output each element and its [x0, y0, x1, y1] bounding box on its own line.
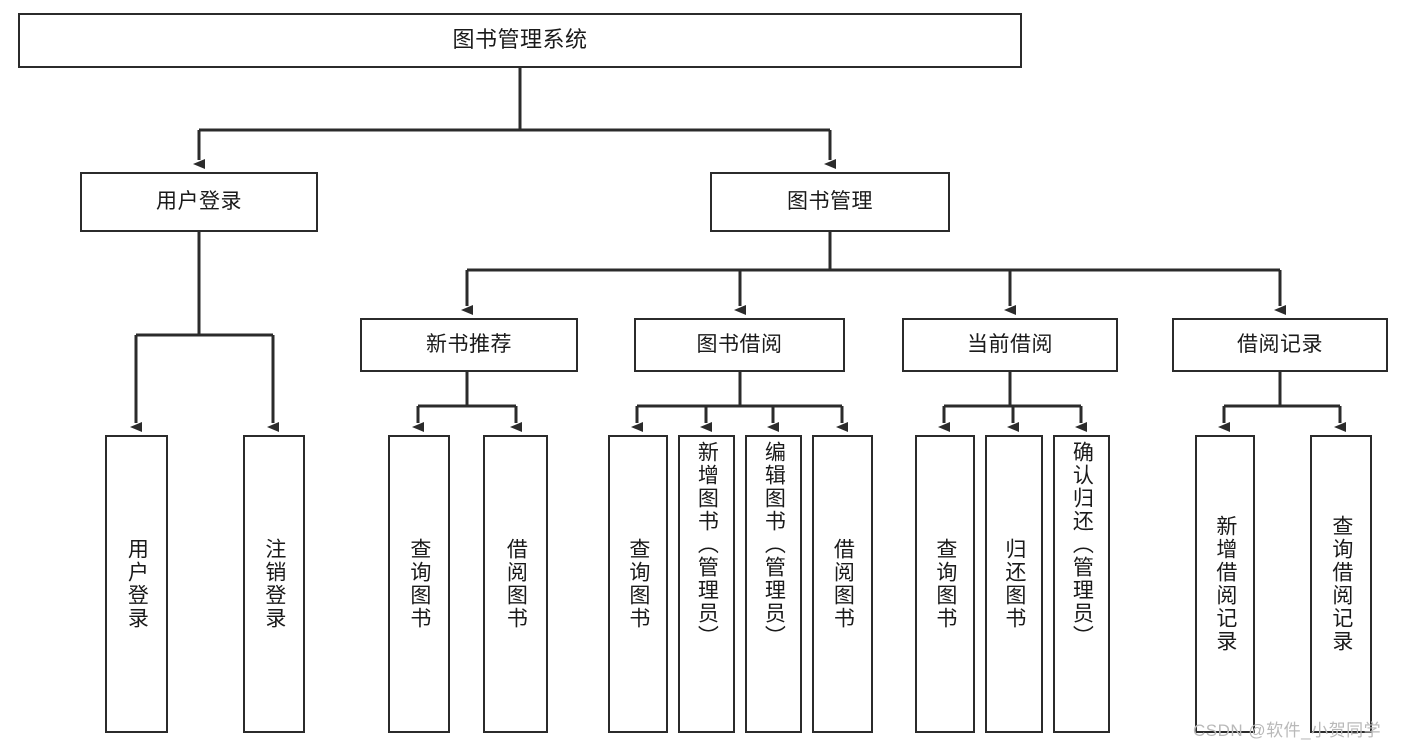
leaf-query-books-current[interactable]: 查询图书: [915, 435, 975, 733]
node-book-management[interactable]: 图书管理: [710, 172, 950, 232]
watermark-text: CSDN @软件_小贺同学: [1193, 721, 1382, 740]
node-root[interactable]: 图书管理系统: [18, 13, 1022, 68]
leaf-query-books-recommend[interactable]: 查询图书: [388, 435, 450, 733]
leaf-return-books[interactable]: 归还图书: [985, 435, 1043, 733]
node-current-borrow[interactable]: 当前借阅: [902, 318, 1118, 372]
leaf-add-book-admin[interactable]: 新增图书（管理员）: [678, 435, 735, 733]
leaf-edit-book-admin[interactable]: 编辑图书（管理员）: [745, 435, 802, 733]
node-new-book-recommend[interactable]: 新书推荐: [360, 318, 578, 372]
leaf-borrow-books[interactable]: 借阅图书: [812, 435, 873, 733]
node-borrow-records[interactable]: 借阅记录: [1172, 318, 1388, 372]
leaf-confirm-return-admin[interactable]: 确认归还（管理员）: [1053, 435, 1110, 733]
leaf-borrow-books-recommend[interactable]: 借阅图书: [483, 435, 548, 733]
leaf-add-borrow-record[interactable]: 新增借阅记录: [1195, 435, 1255, 733]
leaf-query-borrow-record[interactable]: 查询借阅记录: [1310, 435, 1372, 733]
leaf-query-books-borrow[interactable]: 查询图书: [608, 435, 668, 733]
leaf-logout[interactable]: 注销登录: [243, 435, 305, 733]
node-book-borrow[interactable]: 图书借阅: [634, 318, 845, 372]
node-user-login[interactable]: 用户登录: [80, 172, 318, 232]
leaf-user-login[interactable]: 用户登录: [105, 435, 168, 733]
